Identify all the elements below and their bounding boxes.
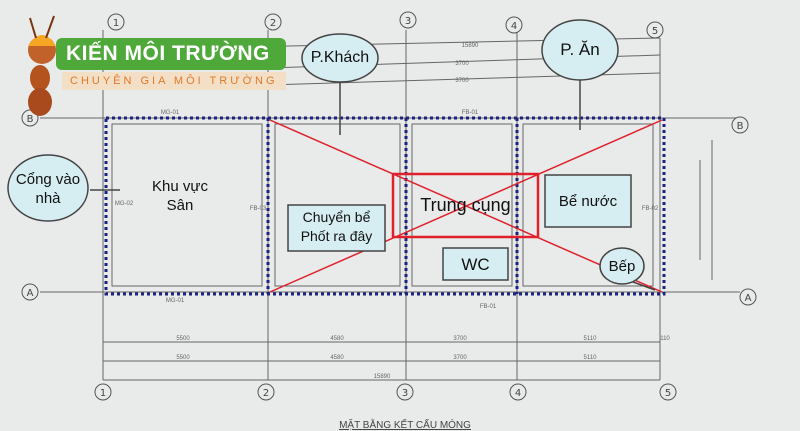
dining-room-bubble: [541, 19, 619, 81]
dim-b1-1: 5500: [176, 336, 190, 342]
beam-label: MG-01: [166, 298, 185, 304]
dim-b2-1: 5500: [176, 355, 190, 361]
axis-3-bottom: 3: [402, 388, 408, 399]
axis-a-right: A: [745, 293, 752, 304]
dim-b1-3: 3700: [453, 336, 467, 342]
yard-label: Khu vực Sân: [152, 178, 208, 214]
brand-logo: KIẾN MÔI TRƯỜNG CHUYÊN GIA MÔI TRƯỜNG: [56, 38, 286, 90]
center-label: Trung cụng: [420, 195, 511, 215]
dim-b2-3: 3700: [453, 355, 467, 361]
dim-top-1: 3700: [455, 61, 469, 67]
wc-box: [442, 247, 509, 281]
axis-4-bottom: 4: [515, 388, 521, 399]
drawing-title: MẶT BẰNG KẾT CẤU MÓNG: [339, 418, 471, 431]
house-outline: [104, 116, 666, 296]
living-room-bubble: [301, 33, 379, 83]
dim-top-2: 3700: [455, 78, 469, 84]
septic-box: [287, 204, 386, 252]
axis-1-top: 1: [113, 18, 119, 29]
beam-label: FB-01: [480, 304, 497, 310]
beam-label: FB-02: [642, 206, 659, 212]
red-cross-mark: [269, 119, 663, 293]
axis-4-top: 4: [511, 21, 517, 32]
beam-label: MG-01: [161, 110, 180, 116]
dim-top-total: 15890: [462, 43, 479, 49]
axis-b-left: B: [27, 114, 34, 125]
axis-5-bottom: 5: [665, 388, 671, 399]
dim-b1-4: 5110: [584, 336, 598, 342]
axis-2-bottom: 2: [263, 388, 269, 399]
gate-bubble: [7, 154, 89, 222]
axis-1-bottom: 1: [100, 388, 106, 399]
dim-total: 15890: [374, 374, 391, 380]
dim-b2-4: 5110: [584, 355, 598, 361]
septic-label: Chuyển bể Phốt ra đây: [300, 209, 373, 244]
center-highlight-box: [391, 172, 540, 239]
beam-label: FB-01: [462, 110, 479, 116]
axis-2-top: 2: [270, 18, 276, 29]
gate-label: Cổng vào nhà: [15, 171, 81, 207]
water-tank-label: Bể nước: [558, 193, 618, 210]
beam-label: FB-03: [250, 206, 267, 212]
living-room-label: P.Khách: [310, 49, 370, 66]
logo-subtitle: CHUYÊN GIA MÔI TRƯỜNG: [62, 72, 286, 90]
kitchen-bubble: [599, 247, 645, 285]
axis-b-right: B: [737, 121, 744, 132]
ant-mascot-icon: [28, 15, 56, 116]
dim-b2-2: 4580: [330, 355, 344, 361]
beam-label: MG-02: [115, 201, 134, 207]
logo-title: KIẾN MÔI TRƯỜNG: [56, 38, 286, 70]
kitchen-label: Bếp: [608, 258, 636, 275]
axis-5-top: 5: [652, 26, 658, 37]
axis-a-left: A: [27, 288, 34, 299]
dining-room-label: P. Ăn: [560, 40, 600, 59]
dim-b1-5: 110: [660, 336, 670, 342]
water-tank-box: [544, 174, 632, 228]
wc-label: WC: [461, 255, 490, 274]
axis-3-top: 3: [405, 16, 411, 27]
dim-b1-2: 4580: [330, 336, 344, 342]
